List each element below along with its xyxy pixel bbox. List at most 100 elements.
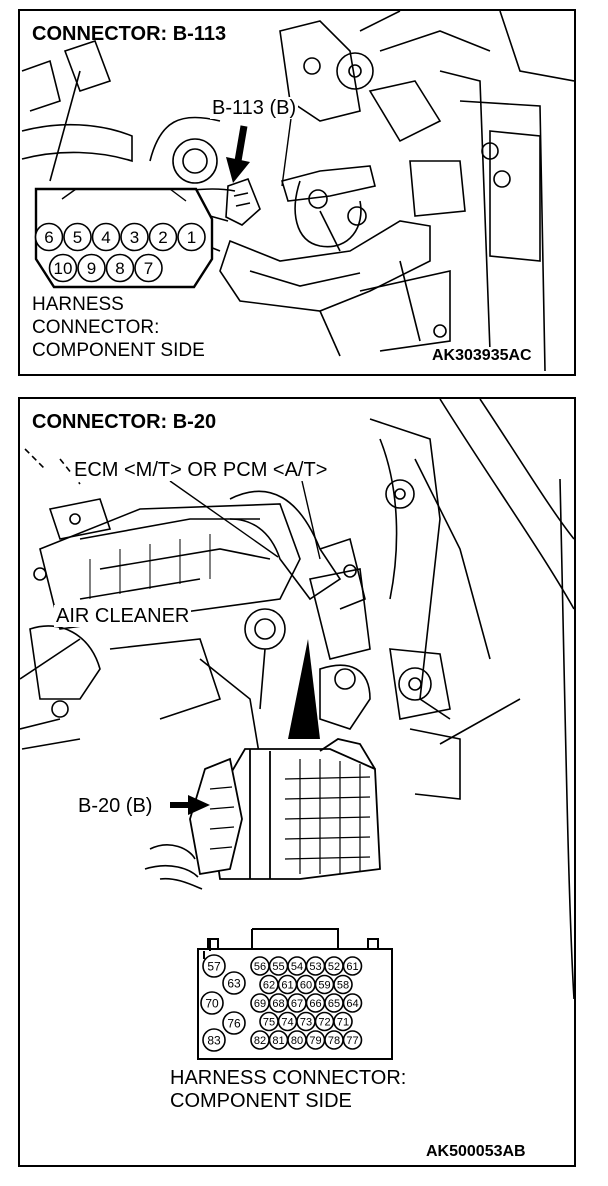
harness-caption: HARNESS CONNECTOR: COMPONENT SIDE [32, 293, 205, 362]
figure-code: AK500053AB [426, 1143, 526, 1160]
pin-number: 52 [328, 961, 340, 973]
pin-circle [200, 991, 224, 1015]
ecm-module [144, 738, 381, 890]
connector-pin: 72 [314, 1011, 335, 1032]
connector-pin: 67 [287, 993, 307, 1013]
pin-circle [202, 1028, 226, 1052]
pin-number: 2 [158, 228, 167, 247]
connector-pin: 83 [202, 1028, 226, 1052]
pin-number: 55 [272, 961, 284, 973]
connector-pin: 53 [305, 956, 326, 976]
connector-pin: 54 [287, 956, 307, 976]
pin-number: 54 [291, 961, 303, 973]
connector-callout-label: B-20 (B) [78, 795, 153, 817]
pin-circle [202, 954, 226, 978]
pin-number: 78 [328, 1035, 340, 1047]
pin-circle [105, 253, 135, 283]
pin-circle [333, 1011, 353, 1032]
pin-circle [34, 222, 64, 252]
harness-connector-b20 [197, 928, 393, 1060]
pin-circle [342, 1030, 363, 1050]
pin-number: 68 [272, 998, 284, 1010]
pin-number: 70 [205, 996, 219, 1010]
pin-circle [77, 253, 106, 283]
pin-number: 4 [101, 228, 110, 247]
connector-pin: 80 [287, 1030, 307, 1050]
pin-number: 9 [87, 259, 96, 278]
pin-number: 58 [337, 979, 349, 991]
pin-number: 72 [318, 1016, 330, 1028]
pin-number: 81 [272, 1035, 284, 1047]
pin-number: 57 [207, 959, 221, 973]
connector-pin: 60 [296, 974, 316, 995]
connector-pin: 69 [250, 993, 270, 1013]
caption-line-2: COMPONENT SIDE [170, 1090, 352, 1112]
connector-pin: 65 [324, 993, 344, 1013]
pin-number: 79 [309, 1035, 321, 1047]
pin-number: 75 [263, 1016, 275, 1028]
pin-circle [134, 253, 163, 283]
pin-number: 8 [115, 259, 124, 278]
harness-caption: HARNESS CONNECTOR: COMPONENT SIDE [170, 1067, 406, 1113]
pin-number: 6 [44, 228, 53, 247]
pin-number: 69 [254, 998, 266, 1010]
connector-pin: 7 [134, 253, 163, 283]
pin-circle [342, 956, 363, 976]
pin-number: 61 [346, 961, 358, 973]
pin-circle [120, 222, 149, 252]
pin-circle [63, 222, 92, 252]
pin-number: 5 [73, 228, 82, 247]
engine-bay-illustration [20, 399, 574, 1060]
pin-circle [333, 974, 353, 995]
pin-circle [342, 993, 363, 1013]
pin-number: 64 [346, 998, 358, 1010]
connector-pin: 2 [148, 222, 178, 252]
callout-arrow [226, 125, 250, 183]
pin-number: 61 [281, 979, 293, 991]
pin-circle [222, 971, 246, 995]
connector-pin: 3 [120, 222, 149, 252]
connector-pin: 61 [277, 974, 298, 995]
connector-pin: 81 [268, 1030, 289, 1050]
caption-line-1: HARNESS [32, 294, 124, 315]
connector-pin: 74 [277, 1011, 298, 1032]
connector-pin: 75 [259, 1011, 279, 1032]
pin-number: 66 [309, 998, 321, 1010]
ecm-label: ECM <M/T> OR PCM <A/T> [72, 459, 330, 481]
connector-pin: 55 [268, 956, 289, 976]
connector-pin: 5 [63, 222, 92, 252]
pin-number: 65 [328, 998, 340, 1010]
caption-line-3: COMPONENT SIDE [32, 340, 205, 361]
caption-line-1: HARNESS CONNECTOR: [170, 1067, 407, 1089]
pin-number: 60 [300, 979, 312, 991]
pin-number: 63 [227, 976, 241, 990]
connector-pin: 56 [250, 956, 270, 976]
pin-number: 77 [346, 1035, 358, 1047]
pin-number: 82 [254, 1035, 266, 1047]
connector-pin: 76 [222, 1011, 246, 1035]
panel-title: CONNECTOR: B-113 [32, 23, 227, 45]
pin-number: 76 [227, 1016, 241, 1030]
caption-line-2: CONNECTOR: [32, 317, 160, 338]
connector-pin: 59 [314, 974, 335, 995]
pin-circle [91, 222, 121, 252]
connector-pin: 10 [48, 253, 78, 283]
pin-number: 1 [187, 228, 196, 247]
connector-pin: 63 [222, 971, 246, 995]
pin-number: 59 [318, 979, 330, 991]
pin-number: 3 [130, 228, 139, 247]
connector-pin: 82 [250, 1030, 270, 1050]
connector-pin: 4 [91, 222, 121, 252]
figure-code: AK303935AC [432, 347, 532, 365]
connector-pin: 1 [177, 222, 206, 252]
connector-pin: 79 [305, 1030, 326, 1050]
connector-pin: 9 [77, 253, 106, 283]
pin-circle [148, 222, 178, 252]
pointer-wedge [288, 639, 320, 739]
connector-pin: 64 [342, 993, 363, 1013]
connector-callout-label: B-113 (B) [210, 97, 299, 119]
connector-pin: 52 [324, 956, 344, 976]
